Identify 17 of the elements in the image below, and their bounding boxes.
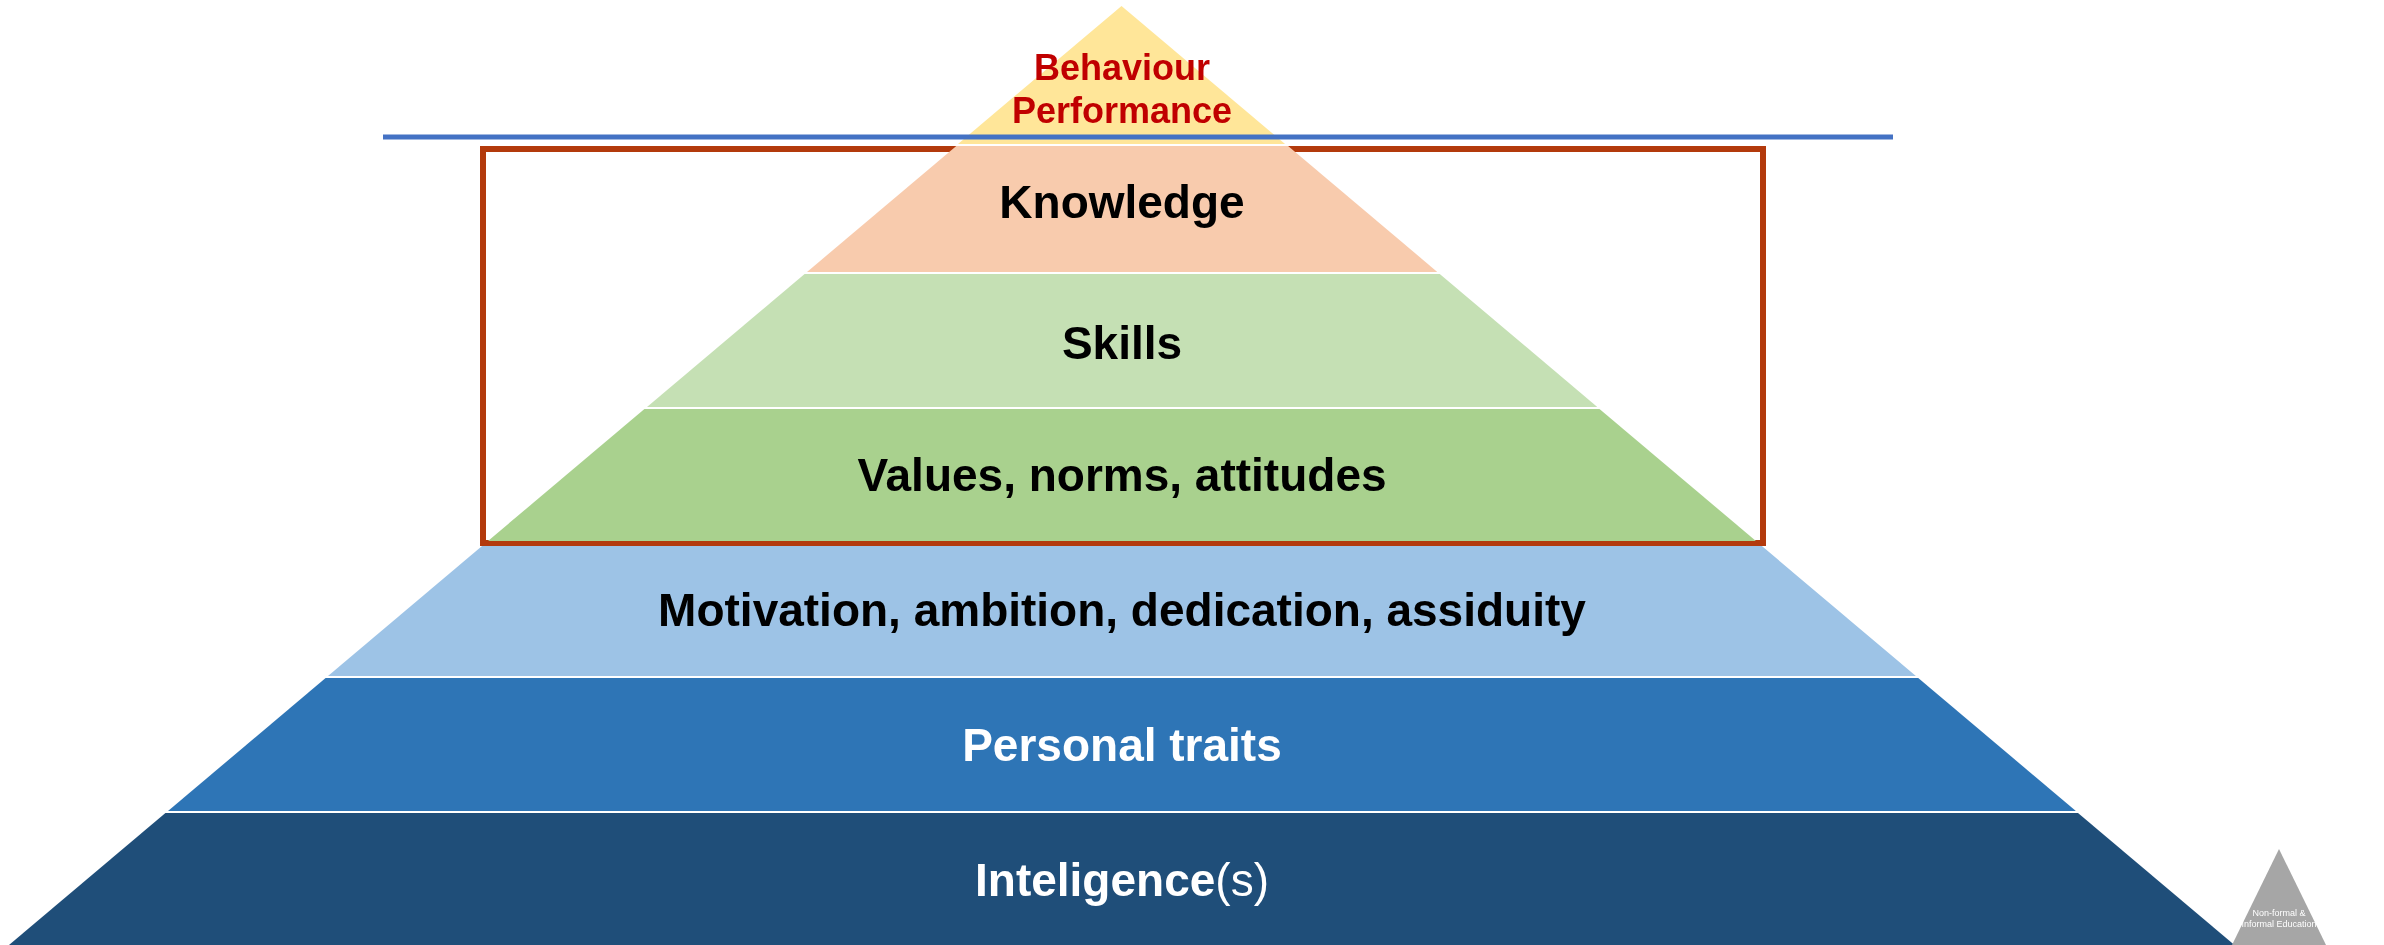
highlight-frame (480, 146, 1766, 546)
pyramid-layer (168, 678, 2076, 811)
pyramid-apex (958, 6, 1286, 144)
small-triangle (2232, 849, 2326, 945)
pyramid-layer (328, 543, 1916, 676)
layer-label: Personal traits (961, 718, 1283, 772)
pyramid-layer (646, 274, 1598, 407)
pyramid-layer (9, 813, 2235, 945)
layer-label: Non-formal & Informal Education (2240, 908, 2318, 930)
layer-label: Values, norms, attitudes (856, 448, 1388, 502)
layer-label: Skills (1060, 316, 1184, 370)
layer-label: Motivation, ambition, dedication, assiduity (657, 583, 1587, 637)
pyramid-layer (488, 409, 1756, 541)
layer-label: Knowledge (998, 175, 1246, 229)
layer-label: Behaviour Performance (1010, 46, 1234, 133)
layer-label: Inteligence(s) (974, 853, 1270, 907)
pyramid-layer (806, 146, 1438, 272)
